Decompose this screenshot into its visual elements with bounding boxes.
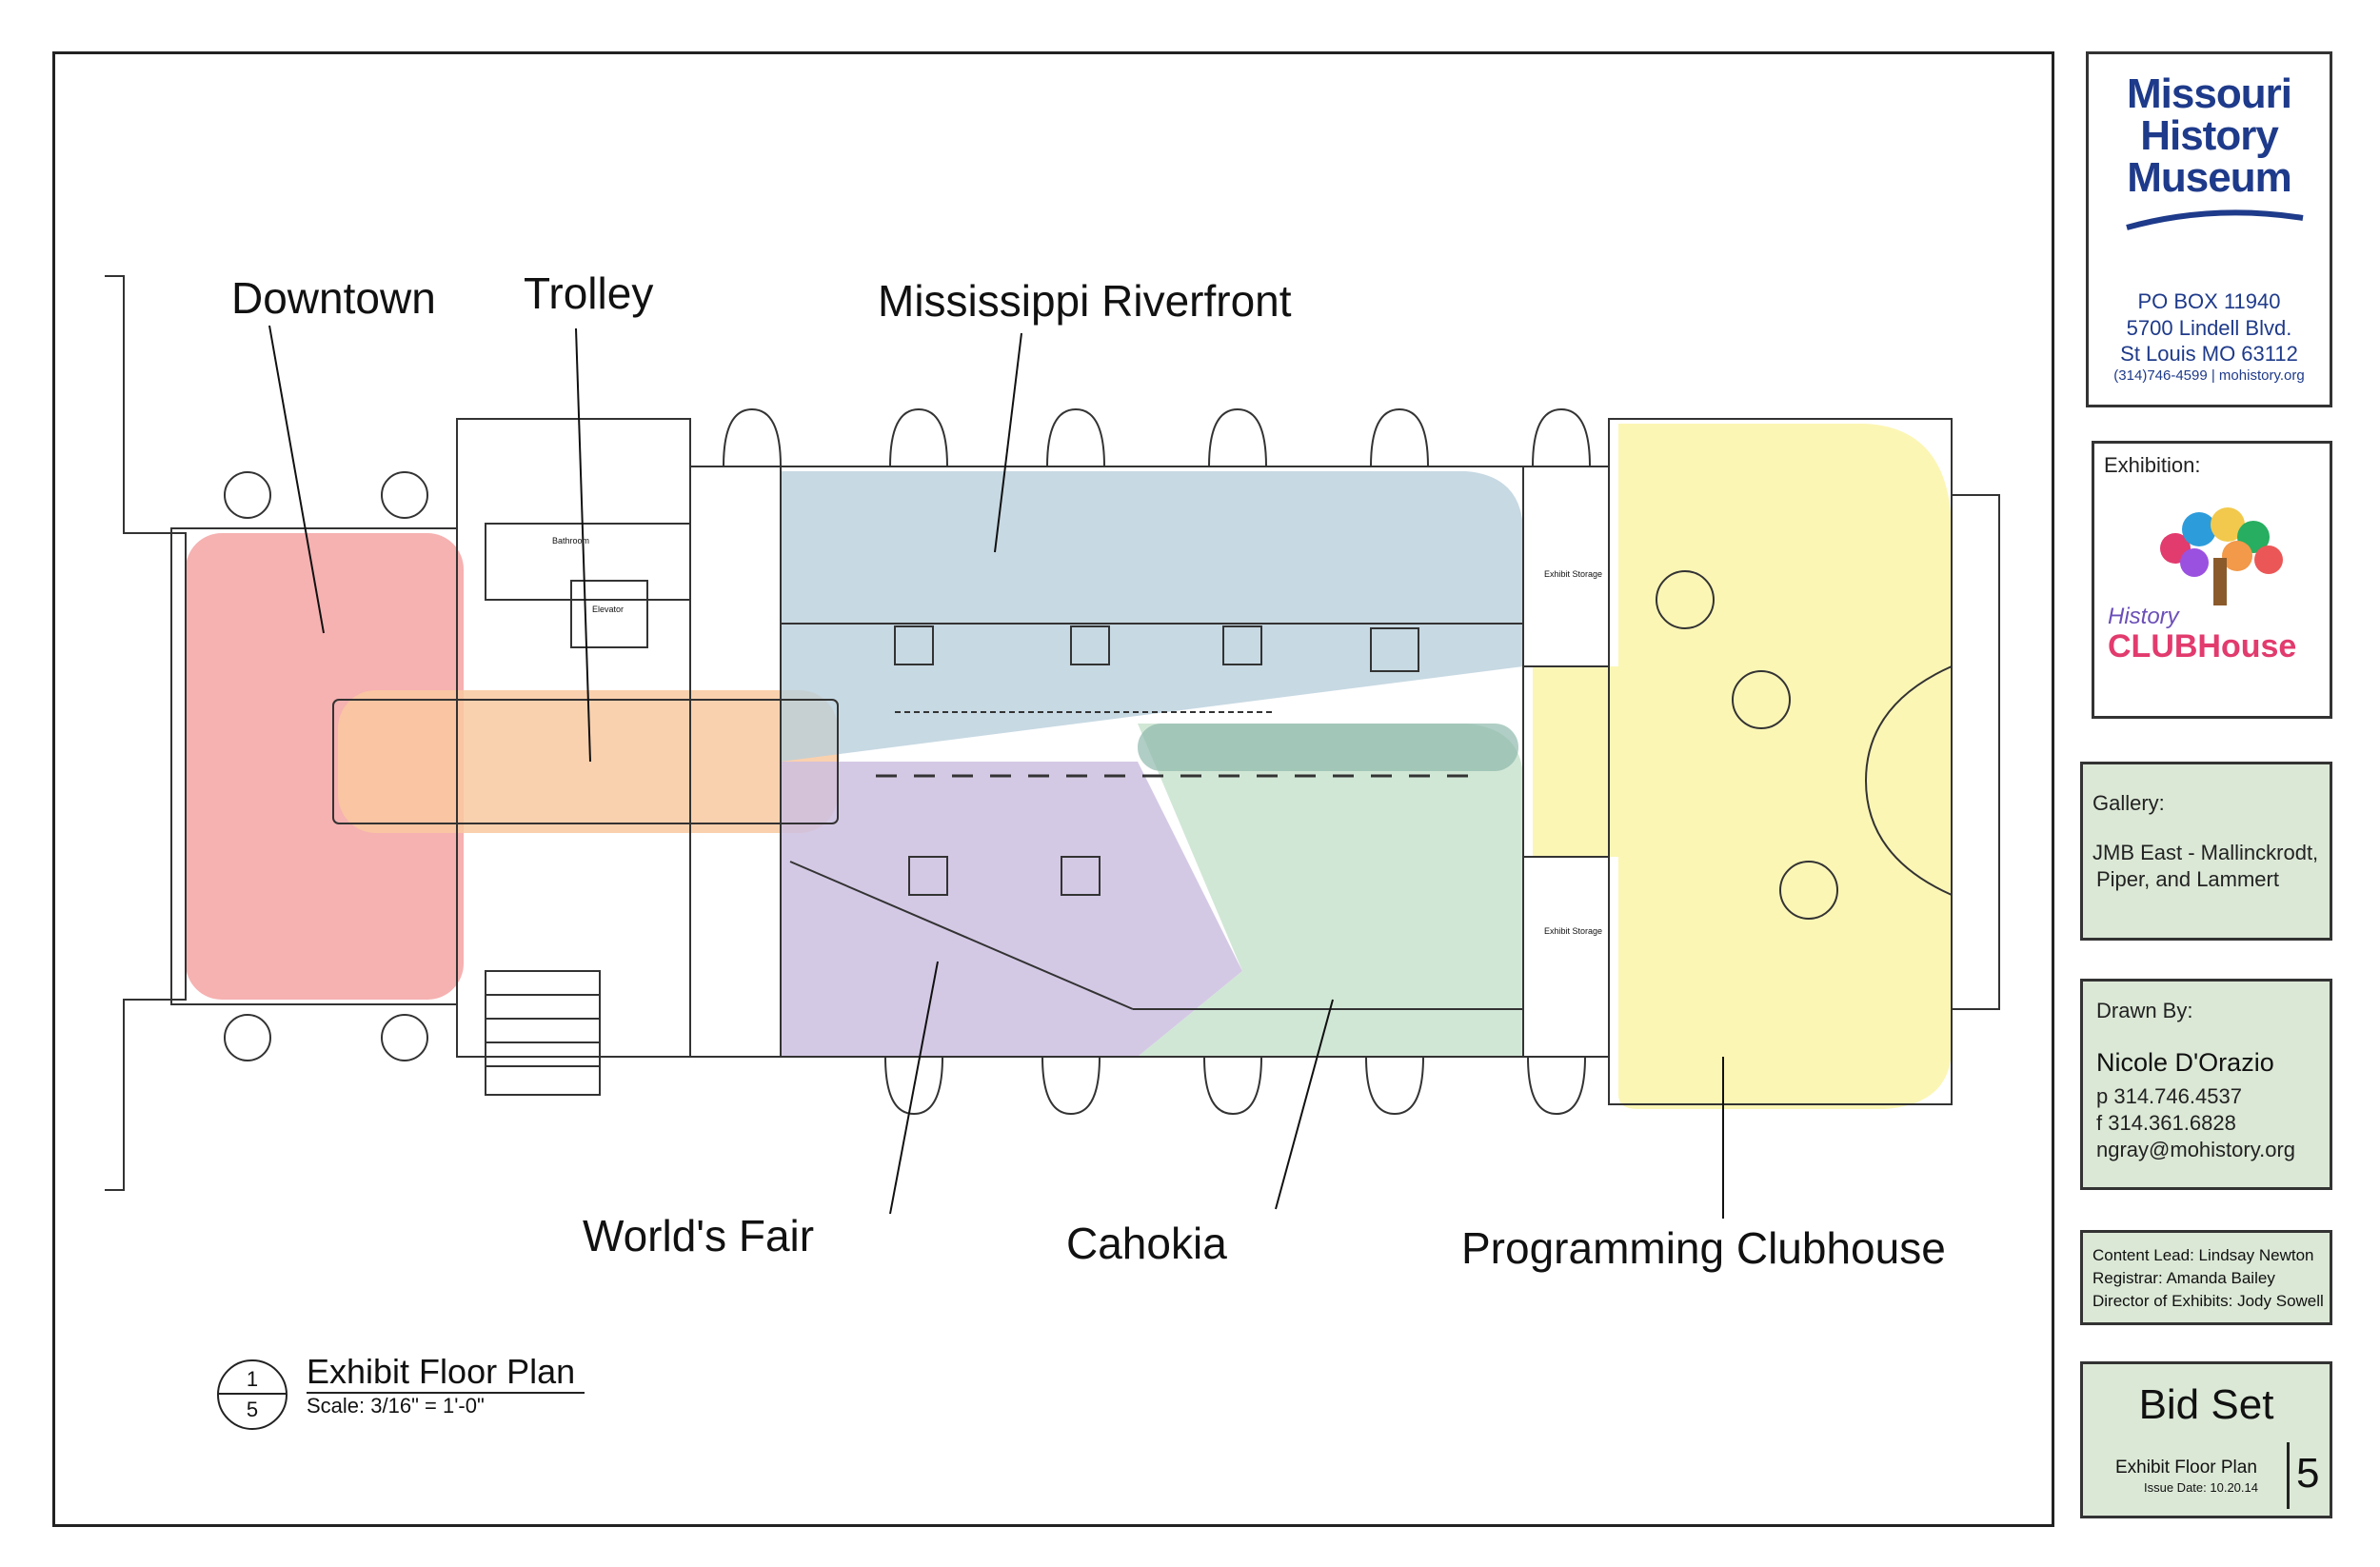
gallery-panel: Gallery: JMB East - Mallinckrodt, Piper,… — [2080, 762, 2332, 941]
zone-label-trolley: Trolley — [524, 268, 654, 318]
leader-riverfront — [994, 332, 1022, 553]
zone-label-worlds-fair: World's Fair — [583, 1211, 815, 1260]
museum-logo-panel: Missouri History Museum PO BOX 11940 570… — [2086, 51, 2332, 407]
zone-label-downtown: Downtown — [231, 273, 436, 323]
drawing-ref-bubble: 1 5 — [217, 1359, 288, 1430]
museum-address2: 5700 Lindell Blvd. — [2126, 315, 2292, 340]
zone-clubhouse-area — [1533, 424, 1952, 1109]
drawing-scale: Scale: 3/16" = 1'-0" — [307, 1394, 485, 1418]
museum-address3: St Louis MO 63112 — [2120, 342, 2298, 366]
museum-wave-icon — [2126, 209, 2304, 230]
museum-name-line2: History — [2140, 112, 2279, 159]
credits-line1: Content Lead: Lindsay Newton — [2092, 1246, 2314, 1264]
credits-panel: Content Lead: Lindsay Newton Registrar: … — [2080, 1230, 2332, 1325]
title-block-sheet-title: Exhibit Floor Plan — [2115, 1458, 2257, 1478]
drawn-by-name: Nicole D'Orazio — [2096, 1048, 2274, 1077]
drawing-title: Exhibit Floor Plan — [307, 1352, 585, 1394]
zone-label-clubhouse: Programming Clubhouse — [1461, 1223, 1946, 1273]
gallery-label: Gallery: — [2092, 791, 2165, 815]
credits-line3: Director of Exhibits: Jody Sowell — [2092, 1292, 2324, 1310]
exhibition-logo-bottom: CLUBHouse — [2108, 628, 2297, 664]
room-label-storage-top: Exhibit Storage — [1544, 569, 1603, 579]
drawing-ref-number: 1 — [246, 1367, 259, 1391]
exhibition-panel: Exhibition: History CLUBHouse — [2092, 441, 2332, 719]
leader-worlds-fair — [889, 961, 939, 1215]
title-block-sheet-number: 5 — [2296, 1450, 2320, 1497]
drawn-by-phone: p 314.746.4537 — [2096, 1084, 2242, 1108]
zone-worlds-fair-area — [781, 762, 1242, 1057]
leader-downtown — [268, 325, 325, 634]
museum-address1: PO BOX 11940 — [2137, 289, 2281, 313]
drawn-by-email: ngray@mohistory.org — [2096, 1138, 2295, 1161]
exhibition-logo-top: History — [2108, 604, 2179, 629]
leader-cahokia — [1275, 999, 1334, 1210]
museum-contact: (314)746-4599 | mohistory.org — [2113, 367, 2305, 384]
exhibition-label: Exhibition: — [2104, 453, 2201, 477]
room-label-storage-bottom: Exhibit Storage — [1544, 926, 1603, 936]
zone-label-cahokia: Cahokia — [1066, 1219, 1227, 1268]
museum-name-line1: Missouri — [2127, 70, 2292, 117]
zone-cahokia-strip — [1138, 724, 1518, 771]
room-label-elevator: Elevator — [592, 605, 625, 614]
title-block-divider — [2287, 1442, 2290, 1509]
zone-label-riverfront: Mississippi Riverfront — [878, 276, 1292, 326]
room-label-bathroom: Bathroom — [552, 536, 590, 545]
drawing-ref-sheet: 5 — [246, 1398, 259, 1421]
title-block-set: Bid Set — [2138, 1381, 2274, 1428]
drawn-by-panel: Drawn By: Nicole D'Orazio p 314.746.4537… — [2080, 979, 2332, 1190]
gallery-line2: Piper, and Lammert — [2096, 867, 2279, 891]
building-outline-left — [105, 275, 187, 1191]
zone-trolley-area — [338, 690, 838, 833]
museum-logo: Missouri History Museum — [2089, 73, 2330, 242]
gallery-line1: JMB East - Mallinckrodt, — [2092, 841, 2319, 864]
leader-trolley — [575, 327, 591, 763]
zone-riverfront-area — [781, 471, 1523, 762]
plan-frame — [52, 51, 2054, 1527]
zone-downtown-area — [186, 533, 464, 1000]
clubhouse-tree-icon — [2160, 507, 2283, 605]
zone-cahokia-area — [1138, 724, 1523, 1057]
drawn-by-fax: f 314.361.6828 — [2096, 1111, 2236, 1135]
drawn-by-label: Drawn By: — [2096, 999, 2193, 1022]
title-block-panel: Bid Set Exhibit Floor Plan Issue Date: 1… — [2080, 1361, 2332, 1518]
museum-name-line3: Museum — [2127, 154, 2291, 201]
title-block-issue-date: Issue Date: 10.20.14 — [2144, 1480, 2258, 1495]
credits-line2: Registrar: Amanda Bailey — [2092, 1269, 2275, 1287]
